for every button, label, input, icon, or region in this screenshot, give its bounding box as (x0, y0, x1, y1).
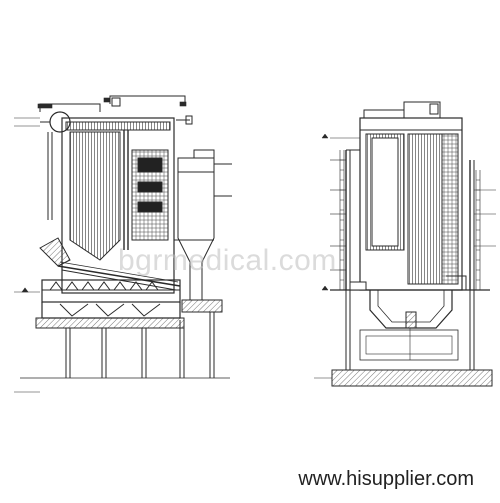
ground-slab (331, 369, 493, 387)
chain-grate (41, 279, 181, 303)
furnace-panel-right (407, 133, 443, 285)
support-frame (345, 290, 475, 370)
furnace-waterwall (69, 131, 121, 261)
cyclone-separator (177, 172, 215, 300)
elevation-marks-left (14, 97, 187, 293)
coal-hopper (39, 237, 71, 267)
furnace-casing (61, 117, 175, 294)
foundation-piles (65, 312, 215, 378)
side-elevation-view (14, 95, 232, 393)
footer-site-text[interactable]: www.hisupplier.com (298, 468, 474, 490)
front-elevation-view (314, 101, 496, 387)
watermark-text: bgrmedical.com (118, 244, 337, 277)
